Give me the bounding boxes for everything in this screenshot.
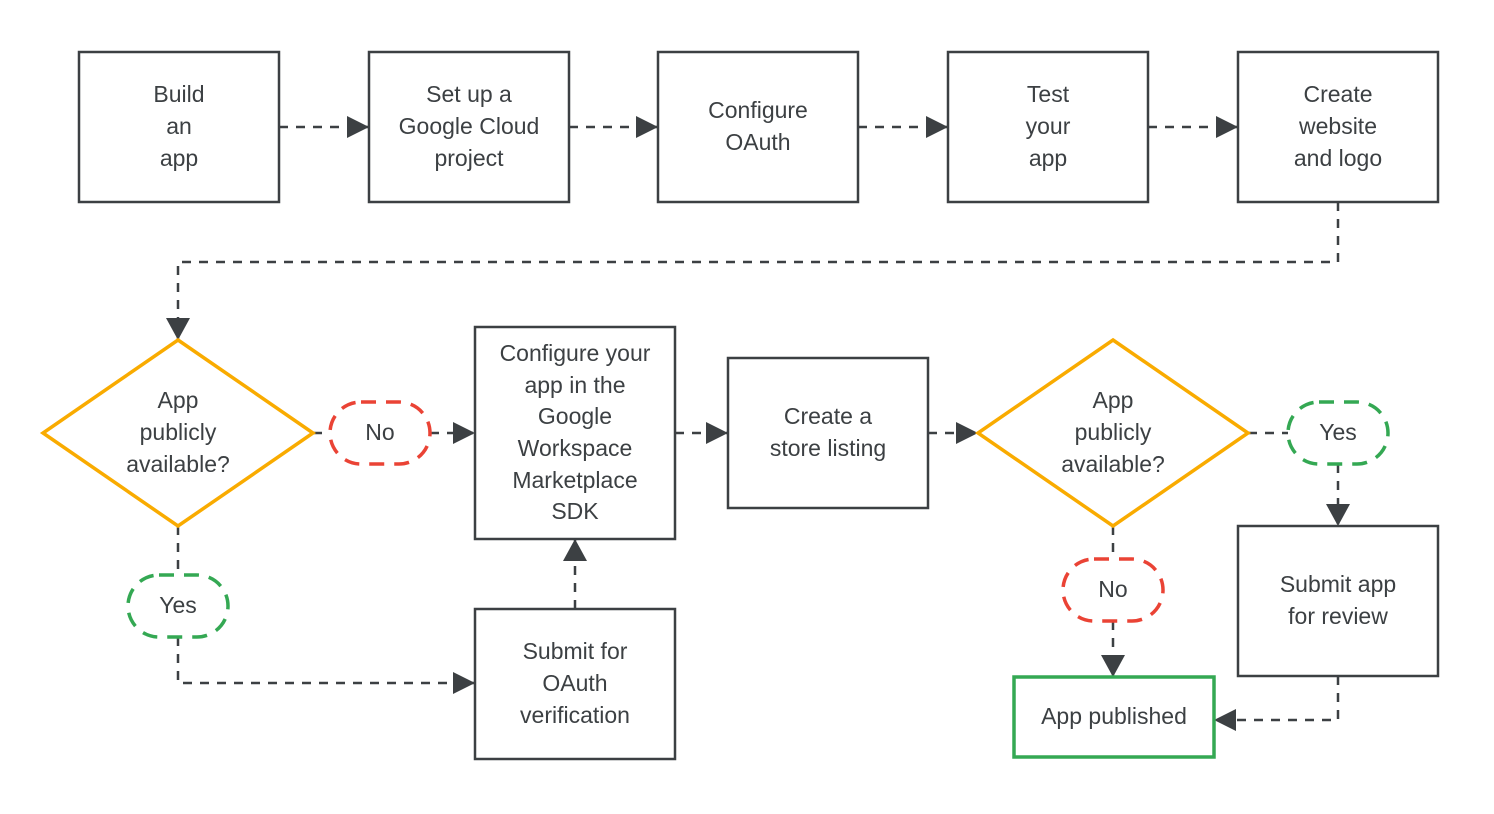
no-oval-left — [328, 400, 432, 466]
build-an-app-label: Build an app — [153, 81, 205, 171]
arrowhead-down-icon — [1326, 504, 1350, 526]
yes-left-label: Yes — [159, 592, 197, 619]
no-oval-right — [1061, 557, 1165, 623]
create-website-and-logo-label: Create website and logo — [1293, 81, 1383, 171]
no-right-label: No — [1098, 576, 1128, 603]
yes-oval-right — [1286, 400, 1390, 466]
connector-yes-to-submit-oauth — [176, 637, 475, 685]
no-left-label: No — [365, 419, 395, 446]
test-your-app-label: Test your app — [1025, 81, 1071, 171]
build-an-app-box — [77, 50, 281, 204]
arrowhead-down-icon — [1101, 655, 1125, 677]
arrowhead-left-icon — [1214, 709, 1236, 731]
create-website-and-logo-box — [1236, 50, 1440, 204]
connector-website-to-decision-left — [176, 202, 1340, 340]
arrowhead-right-icon — [1216, 116, 1238, 138]
decision-right-diamond — [974, 337, 1252, 529]
arrowhead-right-icon — [347, 116, 369, 138]
arrowhead-right-icon — [636, 116, 658, 138]
submit-oauth-verification-box — [473, 607, 677, 761]
arrowhead-up-icon — [563, 539, 587, 561]
arrowhead-down-icon — [166, 318, 190, 340]
yes-oval-left — [126, 573, 230, 639]
setup-google-cloud-project-box — [367, 50, 571, 204]
create-store-listing-label: Create a store listing — [769, 403, 887, 461]
configure-marketplace-sdk-label: Configure your app in the Google Workspa… — [499, 339, 651, 525]
configure-oauth-label: Configure OAuth — [708, 97, 808, 155]
arrowhead-right-icon — [453, 672, 475, 694]
arrowhead-right-icon — [956, 422, 978, 444]
decision-right-label: App publicly available? — [1061, 387, 1165, 477]
connector-submit-review-to-app-published — [1214, 676, 1340, 722]
app-published-label: App published — [1041, 703, 1187, 730]
test-your-app-box — [946, 50, 1150, 204]
submit-oauth-verification-label: Submit for OAuth verification — [520, 638, 630, 728]
arrowhead-right-icon — [926, 116, 948, 138]
configure-marketplace-sdk-box — [473, 325, 677, 541]
app-published-box — [1012, 675, 1216, 759]
arrowhead-right-icon — [706, 422, 728, 444]
create-store-listing-box — [726, 356, 930, 510]
yes-right-label: Yes — [1319, 419, 1357, 446]
arrowhead-right-icon — [453, 422, 475, 444]
decision-left-label: App publicly available? — [126, 387, 230, 477]
decision-left-diamond — [39, 337, 317, 529]
setup-google-cloud-project-label: Set up a Google Cloud project — [398, 81, 540, 171]
configure-oauth-box — [656, 50, 860, 204]
submit-app-for-review-label: Submit app for review — [1279, 571, 1397, 629]
submit-app-for-review-box — [1236, 524, 1440, 678]
